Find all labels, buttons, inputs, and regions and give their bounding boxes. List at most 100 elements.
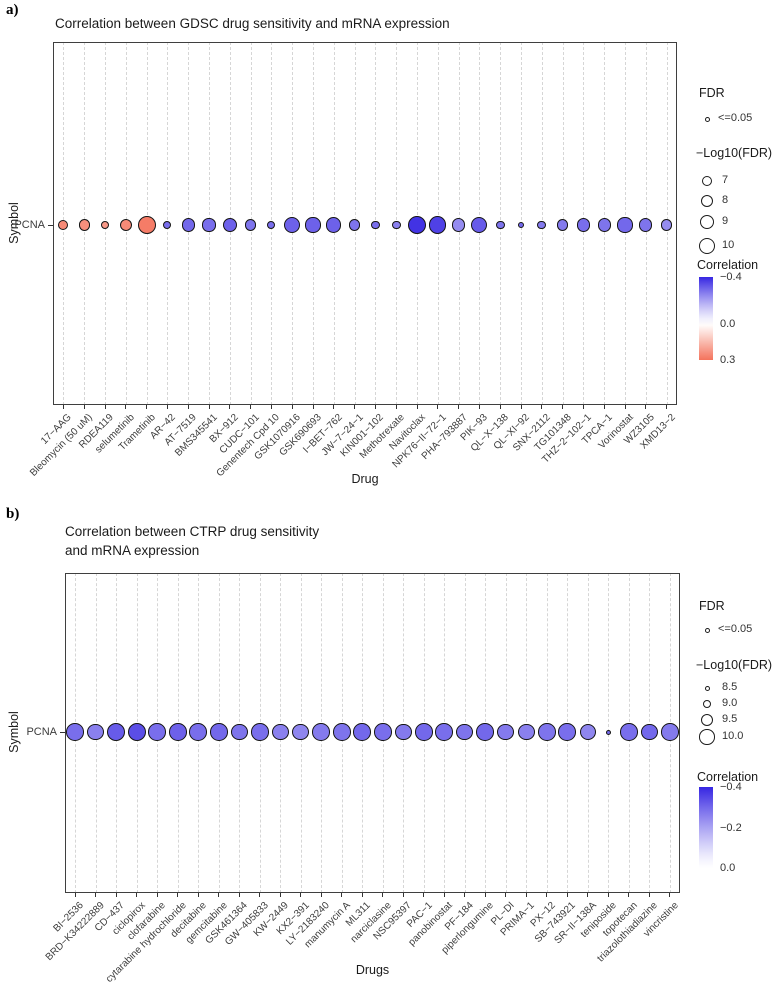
x-tick-label: cytarabine hydrochloride [103,900,189,985]
x-tick [136,893,138,897]
x-tick-label: triazolothiadiazine [595,900,661,965]
x-tick [541,405,543,409]
x-tick [645,405,647,409]
x-tick [361,893,363,897]
x-tick-label: vincristine [641,900,681,940]
x-tick [125,405,127,409]
x-tick-label: LY−2183240 [284,900,333,948]
size-legend-circle [702,176,712,186]
x-tick-label: TPCA−1 [580,412,615,447]
panel-b-size-legend-title: −Log10(FDR) [696,658,773,672]
x-tick-label: ciclopirox [110,900,148,938]
x-tick [566,893,568,897]
x-tick [166,405,168,409]
x-tick-label: QL−XI−92 [491,412,532,453]
x-tick [250,405,252,409]
x-tick-label: NSC95397 [371,900,415,943]
x-tick-label: KX2−391 [274,900,312,938]
x-tick [208,405,210,409]
x-tick [291,405,293,409]
panel-a-correlation-gradient [699,277,713,360]
panel-b-correlation-gradient [699,787,713,868]
x-tick [499,405,501,409]
x-tick-label: PX−12 [528,900,558,930]
x-tick-label: ML311 [344,900,374,929]
x-tick [562,405,564,409]
x-tick-label: CD−437 [93,900,128,934]
x-tick [402,893,404,897]
x-tick [603,405,605,409]
size-legend-label: 9 [722,215,729,227]
size-legend-circle [699,214,715,230]
x-tick-label: panobinostat [406,900,456,949]
size-legend-circle [699,729,715,745]
x-tick [187,405,189,409]
x-tick [95,893,97,897]
panel-a-tag: a) [6,2,19,18]
x-tick-label: KW−2449 [251,900,292,940]
x-tick [607,893,609,897]
x-tick-label: piperlongumine [439,900,497,957]
panel-a-y-tick-label: PCNA [14,219,45,231]
x-tick [478,405,480,409]
x-tick-label: teniposide [579,900,620,941]
x-tick [74,893,76,897]
x-tick [587,893,589,897]
size-legend-label: 9.0 [722,697,738,709]
x-tick-label: gemcitabine [183,900,230,946]
x-tick-label: clofarabine [125,900,169,943]
x-tick-label: Vorinostat [596,412,636,452]
panel-a-fdr-legend-title: FDR [699,86,725,100]
x-tick-label: QL−X−138 [468,412,511,454]
size-legend-circle [704,685,710,691]
colorbar-tick-label: 0.3 [720,354,736,366]
x-tick-label: SNX−2112 [510,412,553,454]
panel-a-fdr-legend-label: <=0.05 [718,112,753,124]
panel-b-tag: b) [6,506,20,522]
x-tick-label: TG101348 [532,412,574,454]
x-tick [62,405,64,409]
x-tick [464,893,466,897]
colorbar-tick-label: −0.2 [720,821,742,834]
x-tick-label: PAC−1 [404,900,435,930]
panel-b-plot-area [65,573,680,893]
x-tick-label: NPK76−II−72−1 [390,412,449,471]
panel-b-color-legend-title: Correlation [697,770,759,784]
x-tick-label: WZ3105 [622,412,657,447]
x-tick-label: SB−743921 [533,900,579,945]
x-tick-label: PHA−793887 [419,412,470,463]
x-tick [648,893,650,897]
x-tick [238,893,240,897]
x-tick-label: PL−DI [488,900,517,928]
x-tick [443,893,445,897]
colorbar-tick-label: −0.4 [720,271,742,283]
x-tick [423,893,425,897]
size-legend-circle [702,699,712,709]
x-tick [115,893,117,897]
x-tick-label: BI−2536 [51,900,87,935]
x-tick-label: 17−AAG [39,412,75,447]
x-tick [525,893,527,897]
x-tick [300,893,302,897]
colorbar-tick-label: 0.0 [720,318,736,331]
x-tick [320,893,322,897]
x-tick [146,405,148,409]
x-tick [624,405,626,409]
fdr-legend-circle [704,116,710,122]
panel-b-x-axis-title: Drugs [355,963,390,977]
x-tick-label: PRIMA−1 [498,900,538,939]
panel-a-x-axis-title: Drug [351,472,379,486]
panel-b-y-tick-label: PCNA [26,726,57,738]
size-legend-circle [700,194,714,208]
x-tick [628,893,630,897]
x-tick [416,405,418,409]
x-tick [197,893,199,897]
x-tick-label: GW−405833 [222,900,271,948]
x-tick [177,893,179,897]
x-tick [395,405,397,409]
x-tick [505,893,507,897]
x-tick [229,405,231,409]
x-tick-label: PIK−93 [458,412,491,444]
x-tick [218,893,220,897]
